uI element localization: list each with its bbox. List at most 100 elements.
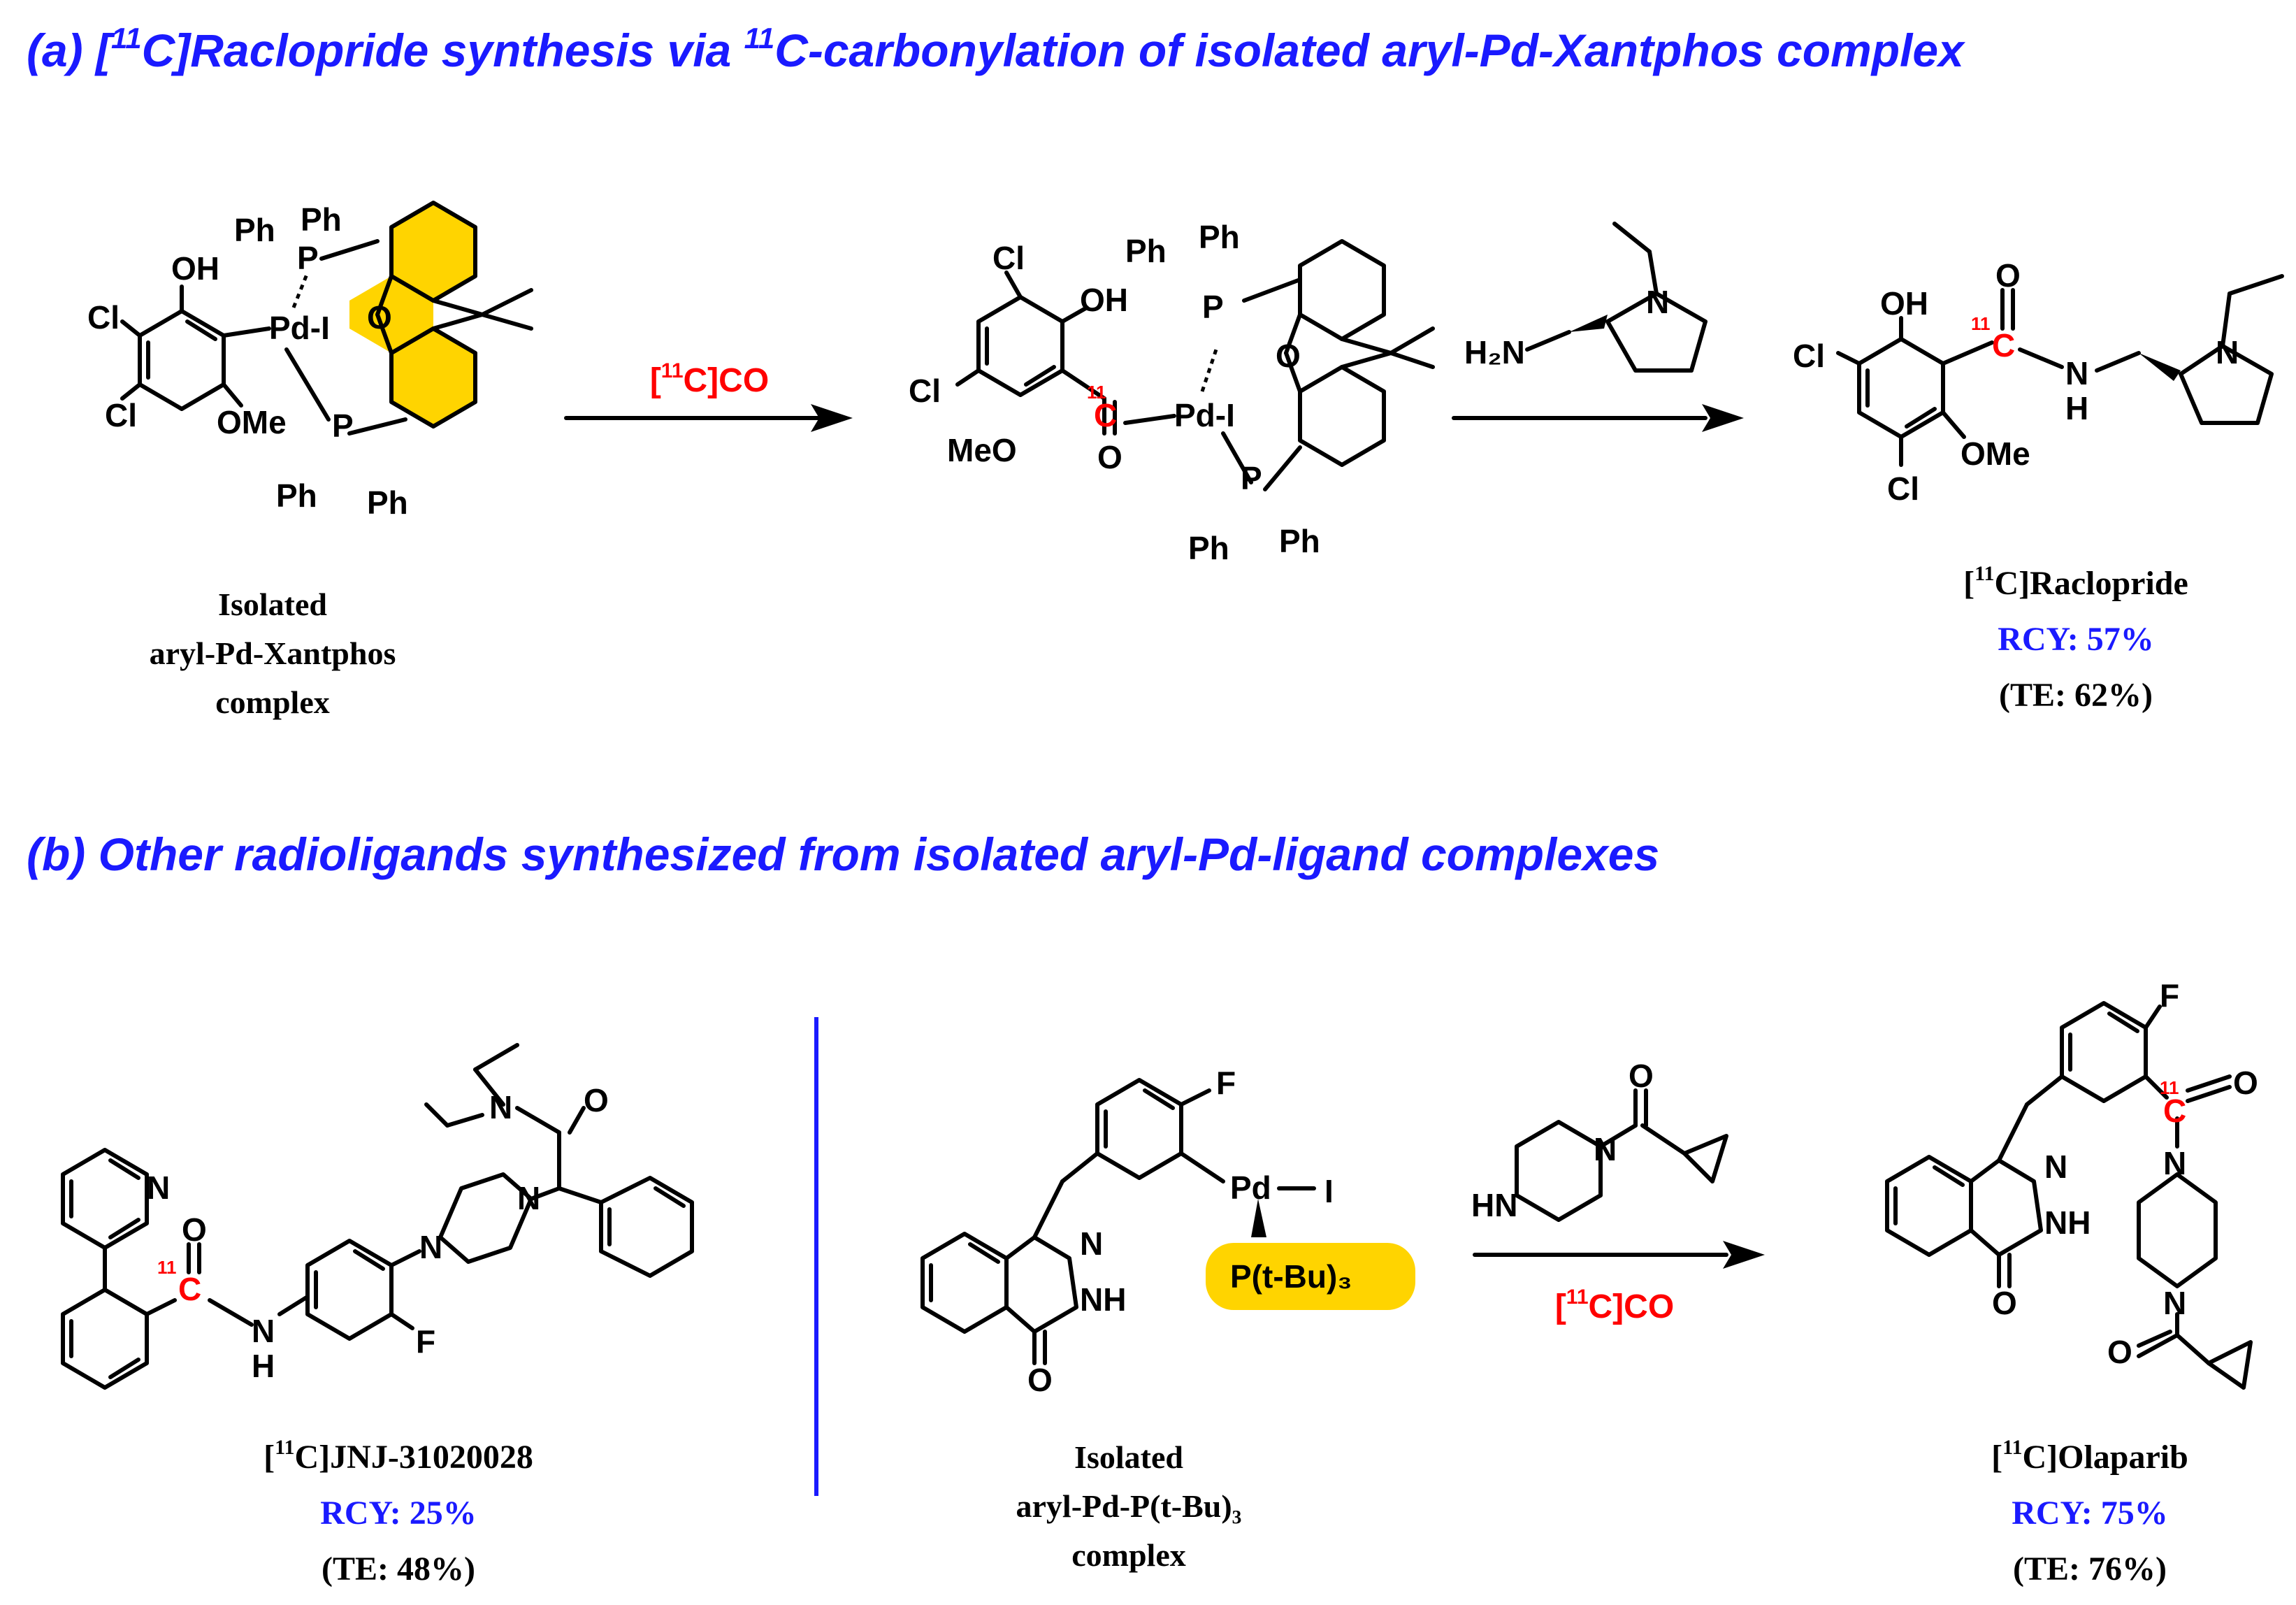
olaparib-piperazine-n2: N (2163, 1285, 2186, 1321)
olaparib-te: (TE: 76%) (2013, 1550, 2167, 1588)
rac-oh-atom: OH (1880, 285, 1928, 322)
start-xanthene-o: O (367, 299, 392, 336)
jnj-rcy: RCY: 25% (320, 1495, 477, 1532)
pd-complex-n: N (1080, 1225, 1103, 1262)
pd-complex-caption-3: complex (1071, 1537, 1186, 1573)
olaparib-carbonyl-o-2: O (1992, 1285, 2017, 1321)
pd-complex-pd: Pd (1230, 1169, 1271, 1206)
reaction-arrow-2: H₂N N (1452, 222, 1744, 432)
start-p-atom-2: P (332, 408, 354, 444)
reaction-arrow-3: HN N O [11C]CO (1471, 1058, 1765, 1325)
start-pd-xantphos-complex: Cl OH Cl OMe Pd-I P P Ph Ph Ph Ph O Isol… (87, 201, 533, 720)
int-p-atom-2: P (1241, 460, 1262, 496)
reagent-carbonyl-o: O (1629, 1058, 1654, 1094)
start-caption-line-1: Isolated (218, 586, 327, 622)
rac-pyrrolidine-n: N (2216, 334, 2239, 370)
int-ph-4: Ph (1279, 523, 1320, 559)
reagent-amine-h2n: H₂N (1464, 334, 1525, 370)
jnj-te: (TE: 48%) (322, 1550, 475, 1588)
int-ph-1: Ph (1125, 233, 1167, 269)
start-p-atom-1: P (297, 240, 319, 276)
pd-complex-o: O (1027, 1362, 1053, 1398)
int-ph-3: Ph (1188, 530, 1229, 566)
int-meo-atom: MeO (947, 432, 1017, 468)
olaparib-phthalazinone-n: N (2044, 1149, 2067, 1185)
reagent-11c-co-a: [11C]CO (650, 359, 769, 399)
rac-cl-atom-2: Cl (1887, 470, 1919, 507)
int-cl-atom-2: Cl (909, 373, 941, 409)
reagent-11c-co-b: [11C]CO (1555, 1286, 1674, 1325)
int-c11-label: 11 (1087, 382, 1106, 403)
int-xanthene-o: O (1276, 338, 1301, 374)
start-oh-atom: OH (171, 250, 219, 287)
panel-a-heading: (a) [11C]Raclopride synthesis via 11C-ca… (27, 22, 1965, 76)
start-ph-4: Ph (367, 484, 408, 521)
int-cl-atom-1: Cl (992, 240, 1025, 276)
rac-amide-n: N (2065, 355, 2088, 391)
jnj-31020028-structure: N C 11 O N H N N N O F [11C]JNJ-31020028… (61, 1043, 694, 1588)
start-cl-atom-2: Cl (105, 397, 137, 433)
raclopride-rcy: RCY: 57% (1998, 621, 2154, 658)
reagent-piperazine-hn: HN (1471, 1187, 1517, 1223)
int-p-atom-1: P (1202, 289, 1224, 325)
start-caption-line-3: complex (215, 684, 330, 720)
jnj-piperazine-n1: N (419, 1229, 442, 1265)
int-pd-atom: Pd-I (1174, 397, 1235, 433)
olaparib-c11-label: 11 (2160, 1077, 2179, 1098)
rac-carbonyl-o: O (1995, 257, 2021, 294)
jnj-amide-n-et2: N (489, 1089, 512, 1125)
xanthene-ring-highlight-bottom (391, 329, 475, 426)
jnj-name: [11C]JNJ-31020028 (263, 1436, 533, 1476)
raclopride-name: [11C]Raclopride (1963, 562, 2188, 602)
pd-ptbu3-complex: F Pd I P(t-Bu)₃ N NH O Isolated aryl-Pd-… (920, 1065, 1415, 1573)
start-caption-line-2: aryl-Pd-Xantphos (150, 635, 396, 671)
olaparib-name: [11C]Olaparib (1991, 1436, 2188, 1476)
start-ph-3: Ph (276, 477, 317, 514)
pd-complex-nh: NH (1080, 1281, 1126, 1318)
pd-complex-iodine: I (1324, 1173, 1334, 1209)
pd-complex-caption-1: Isolated (1074, 1439, 1183, 1475)
rac-c11-label: 11 (1971, 313, 1991, 334)
olaparib-phthalazinone-nh: NH (2044, 1204, 2091, 1241)
pd-complex-fluorine: F (1216, 1065, 1236, 1101)
raclopride-product: OH Cl Cl OMe C 11 O N H N [11C]Racloprid… (1793, 257, 2284, 714)
panel-b-heading: (b) Other radioligands synthesized from … (27, 828, 1659, 880)
ptbu3-highlight (1206, 1243, 1415, 1310)
jnj-fluorine: F (416, 1323, 435, 1360)
jnj-carbonyl-o: O (182, 1211, 207, 1248)
jnj-c11-atom: C (178, 1271, 201, 1307)
olaparib-c11-atom: C (2163, 1093, 2186, 1129)
start-ome-atom: OMe (217, 404, 287, 440)
raclopride-te: (TE: 62%) (1999, 677, 2153, 714)
olaparib-carbonyl-o-3: O (2107, 1334, 2132, 1370)
int-carbonyl-o: O (1097, 439, 1122, 475)
jnj-amide-n: N (252, 1313, 275, 1349)
int-oh-atom: OH (1080, 282, 1128, 318)
pd-complex-ligand: P(t-Bu)₃ (1230, 1258, 1352, 1295)
reagent-amine-n: N (1646, 284, 1669, 320)
jnj-c11-label: 11 (157, 1257, 177, 1278)
int-c11-atom: C (1094, 397, 1117, 433)
rac-ome-atom: OMe (1961, 436, 2030, 472)
jnj-piperazine-n2: N (517, 1180, 540, 1216)
rac-c11-atom: C (1992, 327, 2015, 364)
olaparib-carbonyl-o-1: O (2233, 1065, 2258, 1101)
start-ph-1: Ph (234, 212, 275, 248)
olaparib-fluorine: F (2160, 977, 2179, 1014)
olaparib-rcy: RCY: 75% (2012, 1495, 2168, 1532)
jnj-pyridine-n: N (147, 1169, 170, 1206)
reaction-arrow-1: [11C]CO (564, 359, 853, 432)
rac-cl-atom-1: Cl (1793, 338, 1825, 374)
olaparib-piperazine-n1: N (2163, 1145, 2186, 1181)
start-ph-2: Ph (301, 201, 342, 238)
xanthene-center-highlight (349, 276, 433, 353)
int-ph-2: Ph (1199, 219, 1240, 255)
start-pd-atom: Pd-I (269, 310, 330, 346)
acyl-pd-intermediate: Cl OH Cl MeO C 11 O Pd-I P P Ph Ph Ph Ph… (909, 219, 1435, 566)
xanthene-ring-highlight-top (391, 203, 475, 301)
pd-complex-caption-2: aryl-Pd-P(t-Bu)₃ (1016, 1488, 1242, 1524)
start-cl-atom-1: Cl (87, 299, 120, 336)
olaparib-structure: F C 11 O N N NH O N O [11C]Olaparib RCY:… (1885, 977, 2258, 1588)
rac-amide-h: H (2065, 390, 2088, 426)
